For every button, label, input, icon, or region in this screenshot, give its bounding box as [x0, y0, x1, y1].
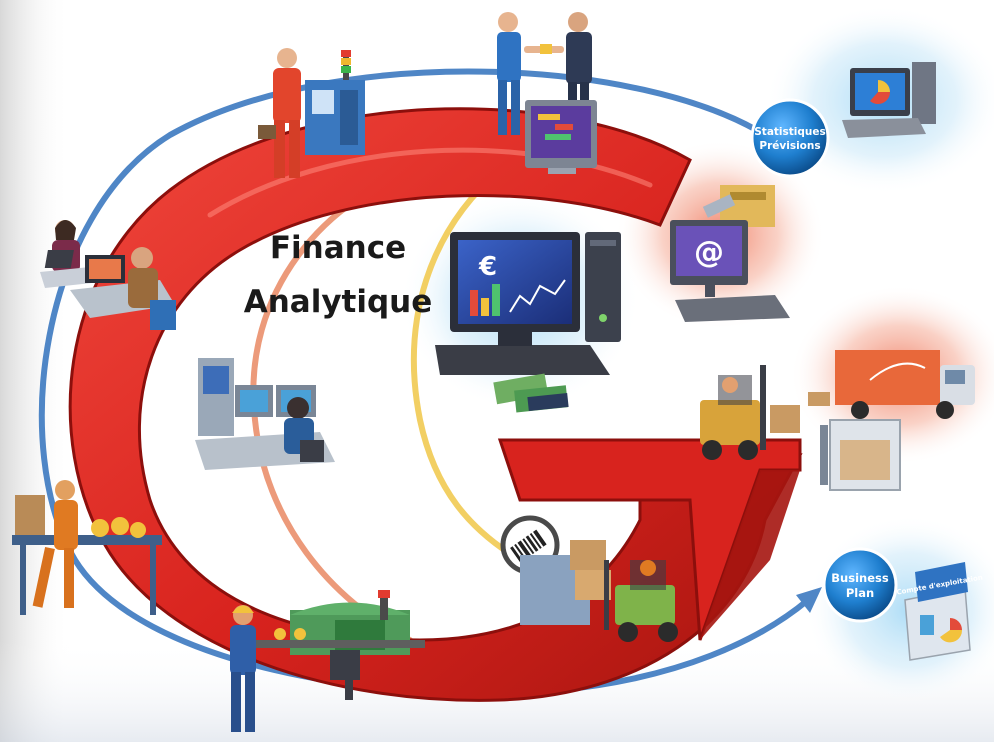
delivery-truck-icon: [808, 350, 975, 419]
left-edge-texture: [0, 0, 70, 742]
email-computer-icon: @: [670, 185, 790, 322]
loading-forklift-icon: [700, 365, 800, 460]
handshake-businessmen-icon: [497, 12, 592, 135]
yellow-ring: [410, 167, 523, 563]
pallet-shelf-icon: [820, 419, 901, 491]
control-room-operator-icon: [195, 358, 335, 470]
production-line-icon: [255, 590, 425, 700]
blue-ring-arrowhead: [796, 587, 822, 613]
statistiques-previsions-badge: Statistiques Prévisions: [750, 98, 830, 178]
badge-business-line1: Business: [831, 571, 889, 585]
title-line-analytique: Analytique: [244, 284, 433, 320]
man-laptop-icon: [70, 247, 176, 330]
bottom-worker-icon: [230, 605, 256, 732]
report-binder-icon: Compte d'exploitation: [896, 562, 983, 661]
business-plan-badge: Business Plan: [822, 547, 898, 623]
badge-stats-line2: Prévisions: [759, 140, 820, 152]
badge-business-line2: Plan: [846, 586, 874, 600]
euro-symbol-icon: €: [478, 252, 497, 282]
money-bills-icon: [493, 373, 569, 413]
finance-computer-icon: €: [435, 232, 621, 375]
title-line-finance: Finance: [270, 230, 406, 266]
warehouse-forklift-icon: [520, 540, 678, 642]
badge-stats-line1: Statistiques: [754, 126, 826, 138]
stats-computer-icon: [842, 62, 936, 138]
at-sign-icon: @: [694, 235, 724, 270]
planning-monitor-icon: [525, 100, 597, 174]
woman-desk-icon: [40, 220, 120, 288]
operator-control-cabinet-icon: [258, 48, 365, 178]
workshop-worker-icon: [12, 480, 162, 615]
